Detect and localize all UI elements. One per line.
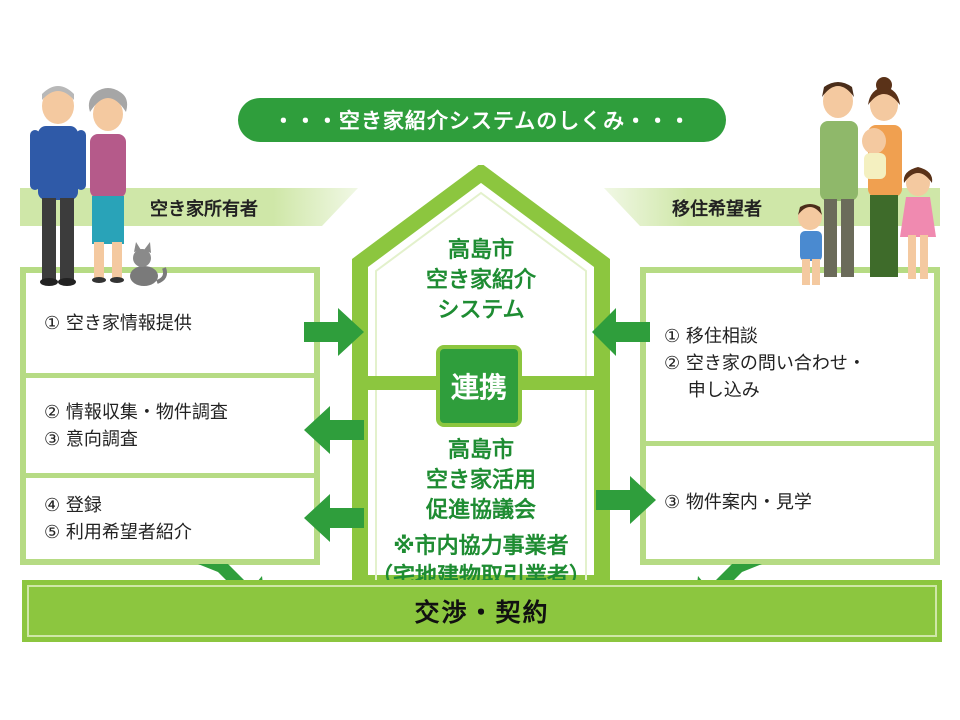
arrow-left-icon	[304, 494, 364, 542]
house-bottom-line-3: 促進協議会	[425, 498, 536, 523]
elderly-man-icon	[30, 86, 86, 286]
migrant-step-row-2: ③ 物件案内・見学	[646, 446, 934, 559]
house-bottom-line-2: 空き家活用	[425, 468, 536, 493]
owner-illustration	[30, 86, 168, 286]
left-banner-label: 空き家所有者	[150, 199, 258, 220]
right-banner-label: 移住希望者	[672, 199, 762, 220]
owner-step-row-1: ① 空き家情報提供	[26, 273, 314, 373]
boy-icon	[798, 204, 822, 285]
owner-step-row-2: ② 情報収集・物件調査 ③ 意向調査	[26, 378, 314, 473]
migrant-step-2: ② 空き家の問い合わせ・	[664, 352, 866, 374]
house-top-block: 高島市 空き家紹介 システム	[370, 236, 592, 336]
owner-row-divider	[26, 373, 314, 378]
migrant-step-1: ① 移住相談	[664, 325, 758, 347]
mother-with-baby-icon	[862, 77, 902, 277]
father-icon	[820, 82, 858, 277]
owner-row-divider	[26, 473, 314, 478]
owner-panel: ① 空き家情報提供 ② 情報収集・物件調査 ③ 意向調査 ④ 登録 ⑤ 利用希望…	[20, 267, 320, 565]
arrow-right-icon	[304, 308, 364, 356]
owner-step-2: ② 情報収集・物件調査	[44, 401, 228, 423]
house-bottom-line-1: 高島市	[447, 438, 514, 463]
migrant-step-2-cont: 申し込み	[664, 379, 760, 401]
collaboration-badge: 連携	[436, 345, 522, 427]
house-top-line-3: システム	[437, 298, 525, 323]
arrow-right-icon	[596, 476, 656, 524]
negotiation-contract-bar: 交渉・契約	[22, 580, 942, 642]
house-bottom-block: 高島市 空き家活用 促進協議会 ※市内協力事業者 （宅地建物取引業者）	[370, 436, 592, 589]
arrow-left-icon	[592, 308, 650, 356]
girl-icon	[900, 167, 936, 279]
diagram-title: ・・・空き家紹介システムのしくみ・・・	[238, 98, 726, 142]
negotiation-contract-label: 交渉・契約	[27, 585, 937, 637]
migrant-row-divider	[646, 441, 934, 446]
migrant-panel: ① 移住相談 ② 空き家の問い合わせ・ 申し込み ③ 物件案内・見学	[640, 267, 940, 565]
elderly-woman-icon	[88, 88, 128, 283]
owner-step-1: ① 空き家情報提供	[44, 312, 192, 334]
owner-step-3: ③ 意向調査	[44, 428, 138, 450]
migrant-step-3: ③ 物件案内・見学	[664, 492, 812, 513]
cat-icon	[130, 242, 168, 286]
house-inner-line	[375, 191, 587, 583]
arrow-left-icon	[304, 406, 364, 454]
migrant-illustration	[798, 77, 936, 285]
house-top-line-1: 高島市	[447, 238, 514, 263]
owner-step-5: ⑤ 利用希望者紹介	[44, 521, 192, 543]
owner-step-row-3: ④ 登録 ⑤ 利用希望者紹介	[26, 478, 314, 559]
migrant-step-row-1: ① 移住相談 ② 空き家の問い合わせ・ 申し込み	[646, 273, 934, 443]
owner-step-4: ④ 登録	[44, 494, 102, 516]
house-top-line-2: 空き家紹介	[425, 268, 536, 293]
house-note-line-1: ※市内協力事業者	[393, 534, 569, 559]
